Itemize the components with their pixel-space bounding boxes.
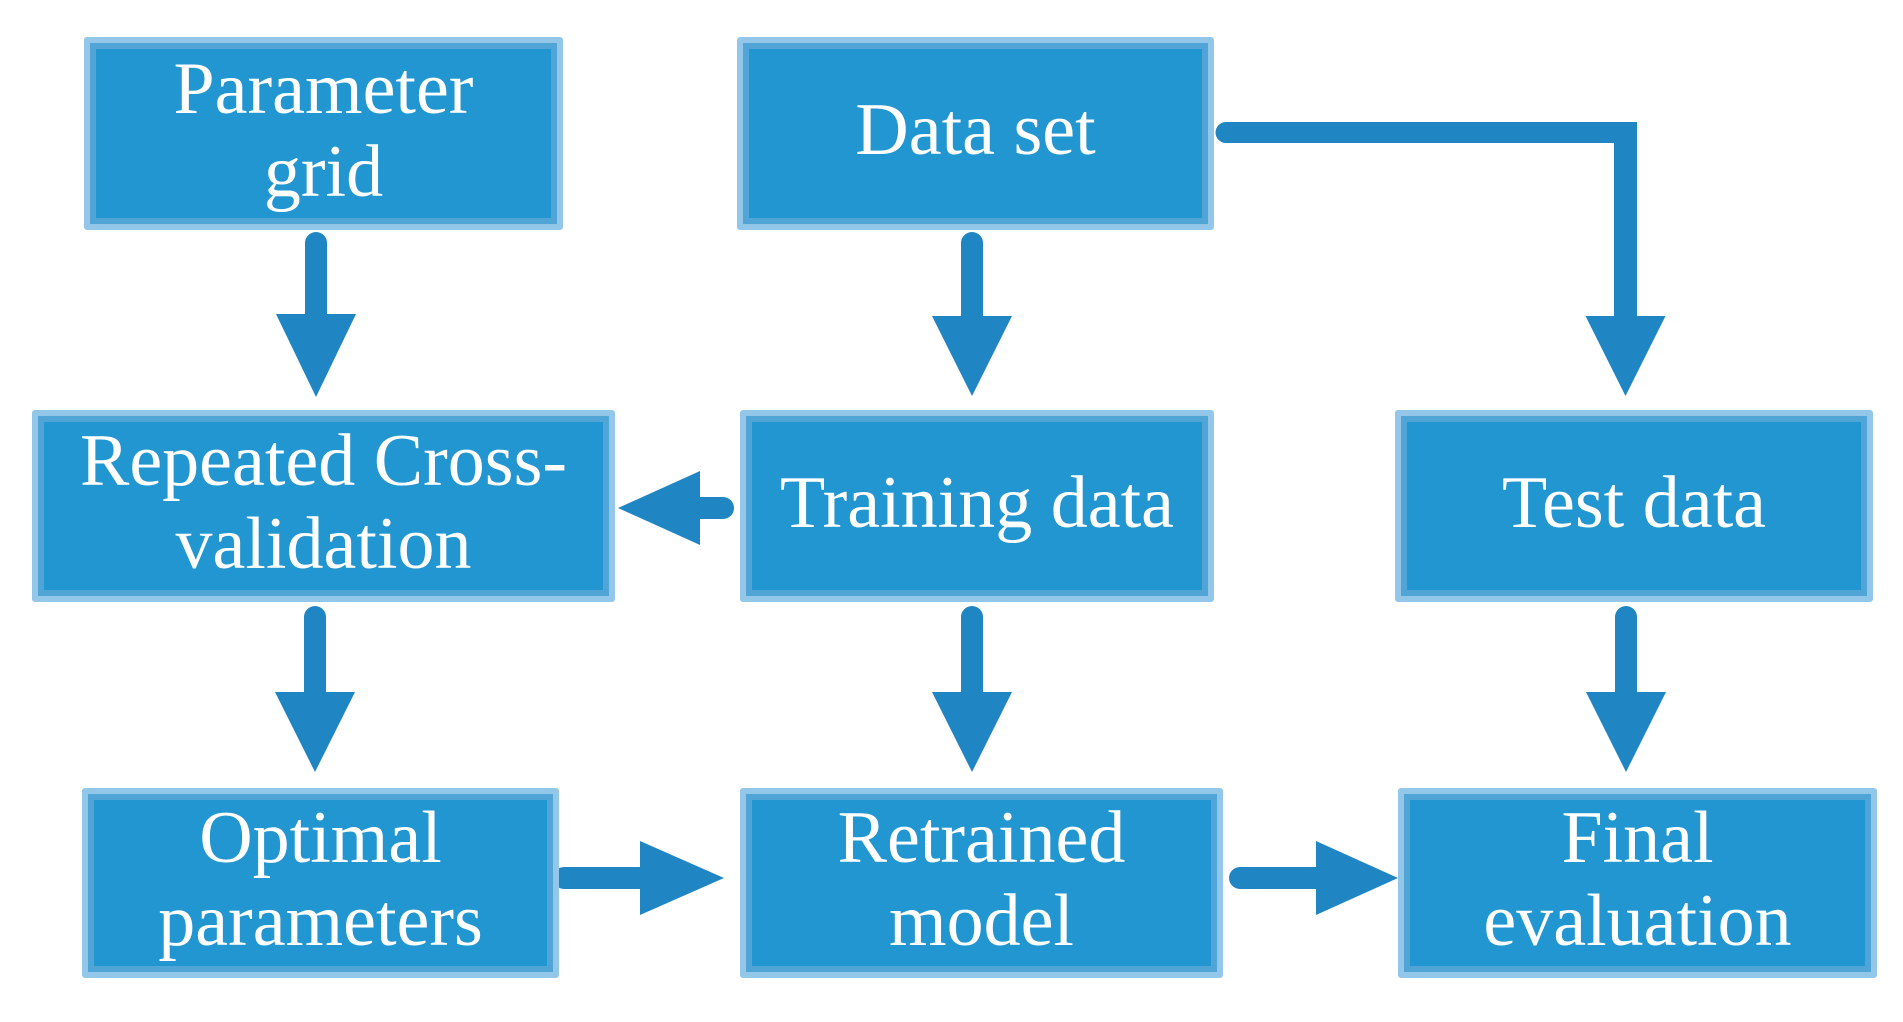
arrow-repeated-cv-to-optimal-parameters [275,606,355,772]
arrow-retrained-model-to-final-evaluation [1229,841,1398,915]
node-training-data: Training data [740,410,1214,602]
node-label: Final evaluation [1483,797,1792,962]
arrow-optimal-parameters-to-retrained-model [553,841,724,915]
arrow-training-data-to-repeated-cv [618,471,734,545]
arrow-data-set-to-test-data [1215,122,1666,396]
node-data-set: Data set [737,37,1214,230]
arrow-parameter-grid-to-repeated-cv [276,232,356,397]
arrow-test-data-to-final-evaluation [1586,606,1666,772]
node-repeated-cross-validation: Repeated Cross- validation [32,410,615,602]
node-optimal-parameters: Optimal parameters [82,788,559,978]
node-parameter-grid: Parameter grid [84,37,563,230]
node-label: Test data [1502,461,1766,544]
node-label: Repeated Cross- validation [79,420,568,585]
arrow-data-set-to-training-data [932,232,1012,396]
node-test-data: Test data [1395,410,1873,602]
node-label: Parameter grid [173,47,474,213]
node-label: Training data [780,461,1174,544]
node-final-evaluation: Final evaluation [1398,788,1877,978]
node-label: Optimal parameters [158,797,483,962]
arrow-training-data-to-retrained-model [932,606,1012,772]
node-label: Retrained model [837,797,1126,962]
node-retrained-model: Retrained model [740,788,1223,978]
node-label: Data set [855,89,1096,172]
